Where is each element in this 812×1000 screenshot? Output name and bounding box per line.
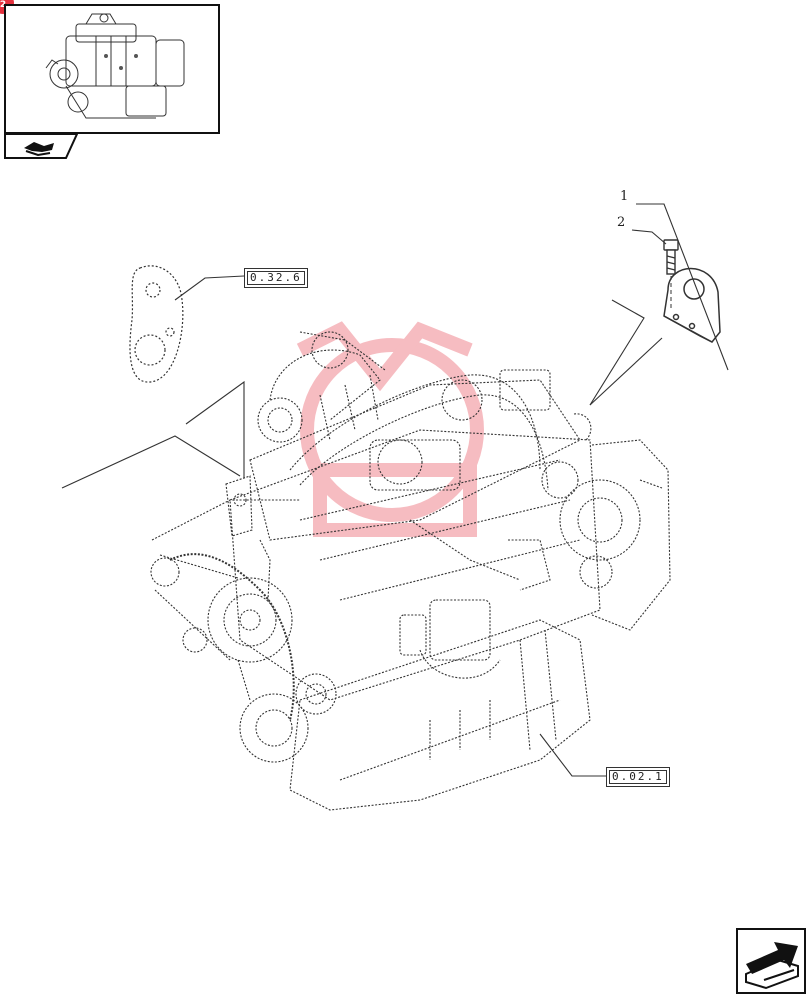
page-badge-label: 2: [0, 0, 6, 10]
next-page-button[interactable]: [736, 928, 806, 994]
reference-label: 0.32.6: [250, 271, 302, 284]
callout-part-2: 2: [617, 216, 625, 229]
leader-lines: [61, 203, 729, 777]
bolt-part: [663, 239, 679, 275]
thumbnail-tab[interactable]: [4, 134, 78, 160]
reference-box-bottom-right[interactable]: 0.02.1: [606, 767, 670, 787]
reference-box-top-left[interactable]: 0.32.6: [244, 268, 308, 288]
callout-number: 1: [620, 189, 629, 204]
next-page-arrow-icon: [745, 942, 799, 990]
gasket-part: [129, 265, 184, 383]
open-book-icon: [4, 134, 78, 159]
callout-number: 2: [617, 215, 626, 230]
callout-part-1: 1: [620, 190, 628, 203]
engine-thumbnail[interactable]: [4, 4, 220, 134]
reference-label: 0.02.1: [612, 770, 664, 783]
engine-body: [150, 331, 671, 811]
bracket-part: [663, 267, 721, 343]
engine-thumbnail-drawing: [45, 13, 185, 119]
